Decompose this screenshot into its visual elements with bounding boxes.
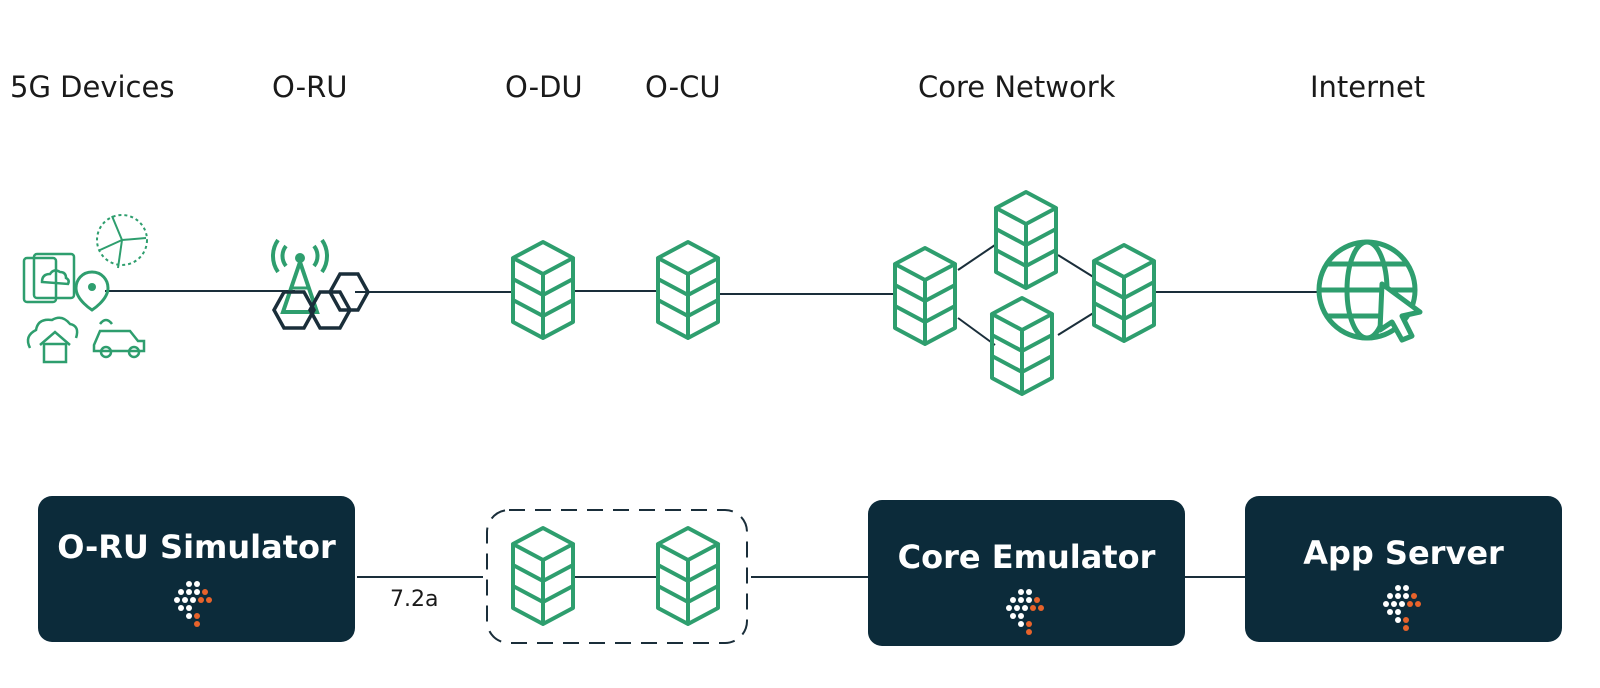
core-emulator-title: Core Emulator xyxy=(897,538,1156,576)
label-5g-devices: 5G Devices xyxy=(10,70,175,104)
du-cu-dashed-group xyxy=(486,509,748,644)
server-stack-icon xyxy=(656,240,720,340)
brand-logo-icon xyxy=(174,581,212,627)
oru-simulator-title: O-RU Simulator xyxy=(57,528,336,566)
interface-label-7-2a: 7.2a xyxy=(390,587,439,612)
brand-logo-icon xyxy=(1006,589,1044,635)
house-cloud-icon xyxy=(26,316,79,364)
location-pin-icon xyxy=(74,270,110,312)
server-stack-icon xyxy=(511,526,575,626)
app-server-title: App Server xyxy=(1303,534,1504,572)
core-emulator-box: Core Emulator xyxy=(868,500,1185,646)
top-connections xyxy=(105,244,1318,346)
server-stack-icon xyxy=(656,526,720,626)
app-server-box: App Server xyxy=(1245,496,1562,642)
label-o-du: O-DU xyxy=(505,70,583,104)
brand-logo-icon xyxy=(1383,585,1421,631)
label-core-network: Core Network xyxy=(918,70,1116,104)
server-stack-icon xyxy=(511,240,575,340)
oru-simulator-box: O-RU Simulator xyxy=(38,496,355,642)
wind-turbine-icon xyxy=(96,214,148,269)
car-icon xyxy=(92,318,146,359)
server-stack-icon xyxy=(1092,243,1156,343)
tower-icon xyxy=(270,238,371,330)
label-o-cu: O-CU xyxy=(645,70,721,104)
tablet-cloud-icon xyxy=(22,252,76,304)
label-o-ru: O-RU xyxy=(272,70,348,104)
server-stack-icon xyxy=(893,246,957,346)
server-stack-icon xyxy=(994,190,1058,290)
globe-cursor-icon xyxy=(1316,239,1423,343)
label-internet: Internet xyxy=(1310,70,1426,104)
server-stack-icon xyxy=(990,296,1054,396)
